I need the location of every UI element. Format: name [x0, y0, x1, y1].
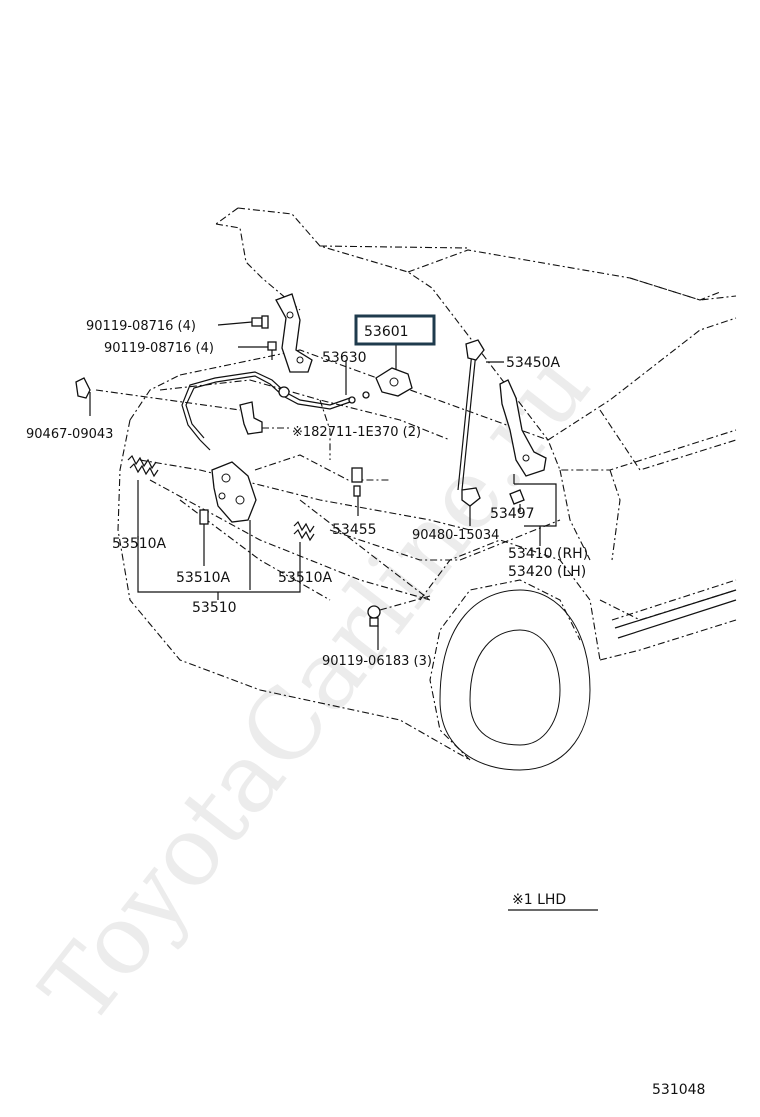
hood-cushion-53455 — [351, 467, 363, 497]
label-53455[interactable]: 53455 — [332, 522, 377, 538]
hood-hinge-left — [275, 293, 313, 373]
cushion-53497 — [509, 489, 525, 505]
leader-lines — [89, 321, 598, 911]
label-53510A-middle[interactable]: 53510A — [176, 570, 231, 586]
label-90119-06183[interactable]: 90119-06183 (3) — [322, 654, 432, 669]
hood-support-rod-53450A — [457, 339, 485, 491]
highlight-box-53601 — [354, 314, 436, 346]
label-53630[interactable]: 53630 — [322, 350, 367, 366]
legend-note: ※1 LHD — [512, 892, 566, 908]
label-90119-08716-a[interactable]: 90119-08716 (4) — [86, 319, 196, 334]
hood-lock-assembly-53510 — [211, 461, 257, 523]
label-90467-09043[interactable]: 90467-09043 — [26, 427, 113, 442]
spring-53510A-right — [293, 520, 315, 542]
bolt-90119-08716-b — [267, 341, 277, 360]
label-182711-1E370[interactable]: ※182711-1E370 (2) — [292, 425, 421, 440]
hood-lock-control-53601 — [375, 367, 413, 397]
bolt-90119-08716-a — [251, 315, 269, 329]
holder-90480-15034 — [461, 487, 481, 507]
cable-clamp-182711 — [239, 401, 263, 435]
diagram-id: 531048 — [652, 1082, 705, 1098]
label-53510A-left[interactable]: 53510A — [112, 536, 167, 552]
label-53601[interactable]: 53601 — [364, 324, 409, 340]
part-labels: 53601 53450A 53630 90119-08716 (4) 90119… — [26, 314, 705, 1098]
label-90480-15034[interactable]: 90480-15034 — [412, 528, 499, 543]
hood-release-cable-53630 — [181, 371, 370, 451]
label-53510[interactable]: 53510 — [192, 600, 237, 616]
spring-53510A-middle — [199, 509, 209, 525]
hood-hinge-right — [499, 379, 547, 477]
bolt-90119-06183 — [367, 605, 381, 627]
label-53497[interactable]: 53497 — [490, 506, 535, 522]
label-53450A[interactable]: 53450A — [506, 355, 561, 371]
label-53410[interactable]: 53410 (RH) — [508, 546, 588, 562]
spring-53510A-left — [127, 454, 159, 478]
label-90119-08716-b[interactable]: 90119-08716 (4) — [104, 341, 214, 356]
label-53510A-right[interactable]: 53510A — [278, 570, 333, 586]
clip-90467-09043 — [75, 377, 91, 399]
label-53420[interactable]: 53420 (LH) — [508, 564, 586, 580]
